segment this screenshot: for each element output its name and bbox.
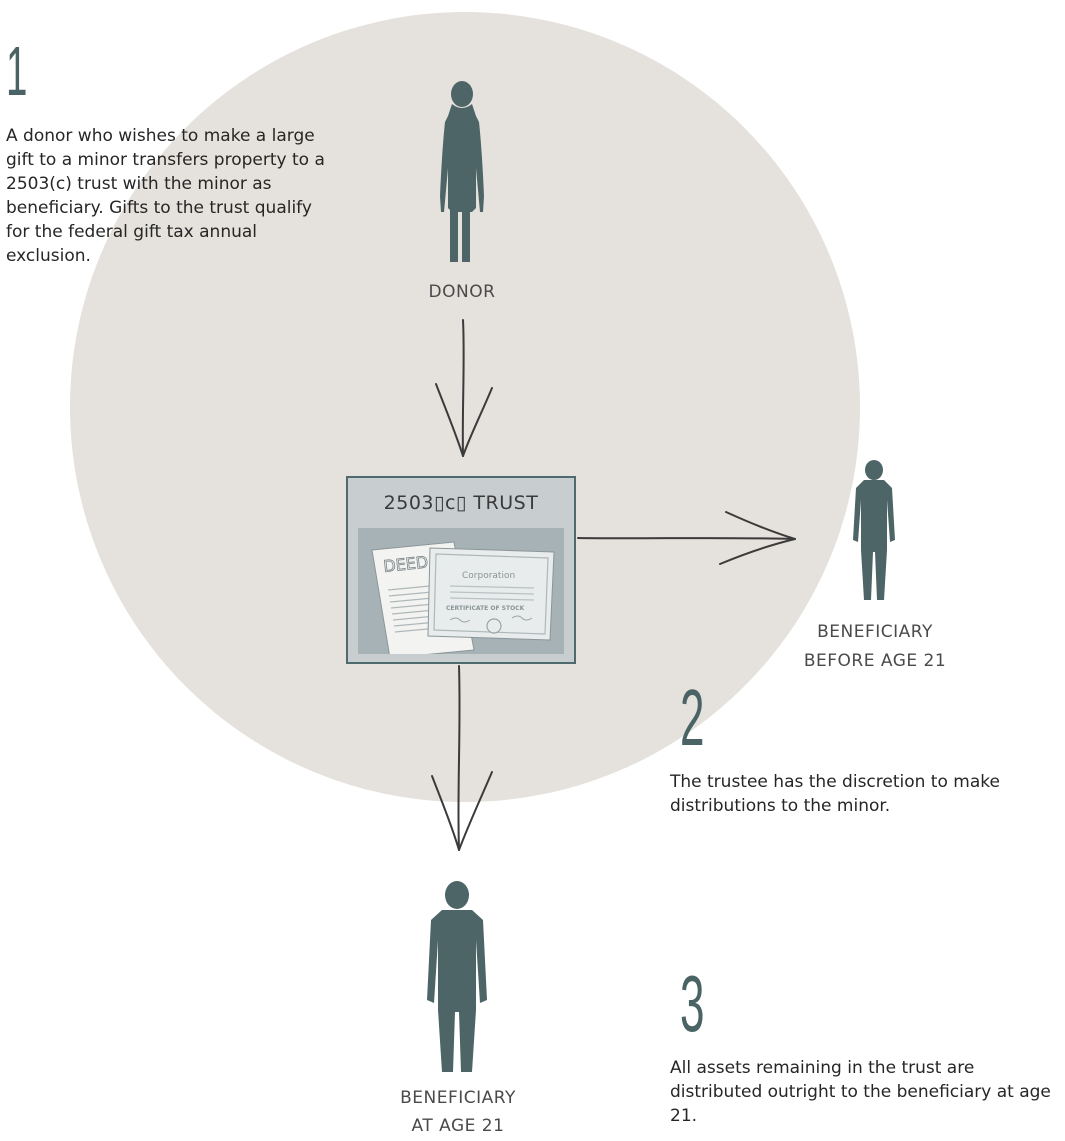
beneficiary-at-label-line1: BENEFICIARY [400, 1088, 516, 1108]
svg-text:Corporation: Corporation [462, 571, 515, 581]
step-2-number: 2 [680, 673, 705, 762]
beneficiary-before-figure [853, 460, 895, 600]
step-2-description: The trustee has the discretion to make d… [670, 772, 1000, 816]
stock-certificate: Corporation CERTIFICATE OF STOCK [427, 547, 555, 641]
step-1-number: 1 [6, 32, 28, 110]
trust-documents-panel: DEED Corporation [358, 528, 564, 654]
step-1-description: A donor who wishes to make a large gift … [6, 126, 325, 266]
arrow-donor-to-trust [435, 319, 493, 457]
trust-box: 2503▯c▯ TRUST DEED [346, 476, 576, 664]
step-3-number: 3 [680, 959, 705, 1048]
arrow-trust-to-beneficiary-before [577, 511, 796, 565]
beneficiary-at-label-line2: AT AGE 21 [411, 1116, 505, 1136]
donor-label: DONOR [428, 282, 496, 302]
beneficiary-before-label-line2: BEFORE AGE 21 [803, 651, 947, 671]
beneficiary-at-figure [427, 881, 487, 1072]
arrow-trust-to-beneficiary-at [431, 665, 493, 851]
svg-text:CERTIFICATE OF STOCK: CERTIFICATE OF STOCK [446, 605, 525, 612]
donor-figure [440, 81, 484, 262]
trust-title: 2503▯c▯ TRUST [383, 492, 539, 514]
documents-illustration: DEED Corporation [371, 541, 555, 654]
step-3-description: All assets remaining in the trust are di… [670, 1058, 1051, 1126]
beneficiary-before-label-line1: BENEFICIARY [817, 622, 933, 642]
